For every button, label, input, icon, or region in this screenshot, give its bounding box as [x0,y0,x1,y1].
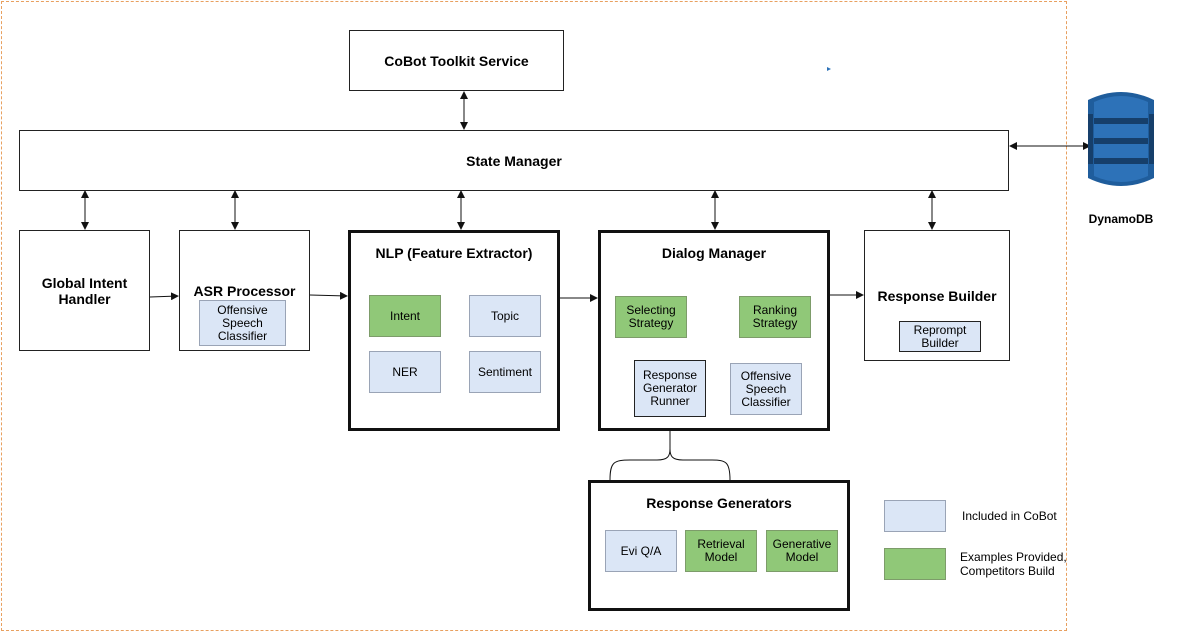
cobot-toolkit-service-label: CoBot Toolkit Service [384,52,529,69]
asr-offensive-speech-classifier: Offensive Speech Classifier [199,300,286,346]
dynamodb-label: DynamoDB [1088,212,1154,226]
outer-boundary [1,1,1067,631]
response-builder-label: Response Builder [877,288,997,304]
response-builder-box: Response Builder Reprompt Builder [864,230,1010,361]
global-intent-handler-box: Global Intent Handler [19,230,150,351]
small-marker [827,67,831,71]
arrow-global-asr [149,292,179,301]
ranking-strategy: Ranking Strategy [739,296,811,338]
dialog-manager-box: Dialog Manager Selecting Strategy Rankin… [598,230,830,431]
dialog-manager-label: Dialog Manager [661,245,767,261]
legend-examples-swatch [884,548,946,580]
state-manager-label: State Manager [466,152,562,169]
retrieval-model: Retrieval Model [685,530,757,572]
legend-included-label: Included in CoBot [962,509,1057,523]
arrow-asr-nlp [309,291,348,300]
brace-generators [609,448,731,481]
asr-processor-label: ASR Processor [193,283,296,299]
state-manager-box: State Manager [19,130,1009,191]
nlp-feature-extractor-label: NLP (Feature Extractor) [375,245,533,261]
nlp-sentiment: Sentiment [469,351,541,393]
nlp-intent: Intent [369,295,441,337]
legend-included-swatch [884,500,946,532]
legend-examples-label: Examples Provided, Competitors Build [960,550,1067,578]
nlp-topic: Topic [469,295,541,337]
evi-qa: Evi Q/A [605,530,677,572]
response-generators-box: Response Generators Evi Q/A Retrieval Mo… [588,480,850,611]
selecting-strategy: Selecting Strategy [615,296,687,338]
global-intent-handler-label: Global Intent Handler [41,274,128,307]
generative-model: Generative Model [766,530,838,572]
cobot-toolkit-service-box: CoBot Toolkit Service [349,30,564,91]
dynamodb-icon [1088,92,1154,186]
nlp-ner: NER [369,351,441,393]
dialog-offensive-speech-classifier: Offensive Speech Classifier [730,363,802,415]
asr-processor-box: ASR Processor Offensive Speech Classifie… [179,230,310,351]
reprompt-builder: Reprompt Builder [899,321,981,352]
nlp-feature-extractor-box: NLP (Feature Extractor) Intent Topic NER… [348,230,560,431]
response-generators-label: Response Generators [646,495,792,511]
response-generator-runner: Response Generator Runner [634,360,706,417]
